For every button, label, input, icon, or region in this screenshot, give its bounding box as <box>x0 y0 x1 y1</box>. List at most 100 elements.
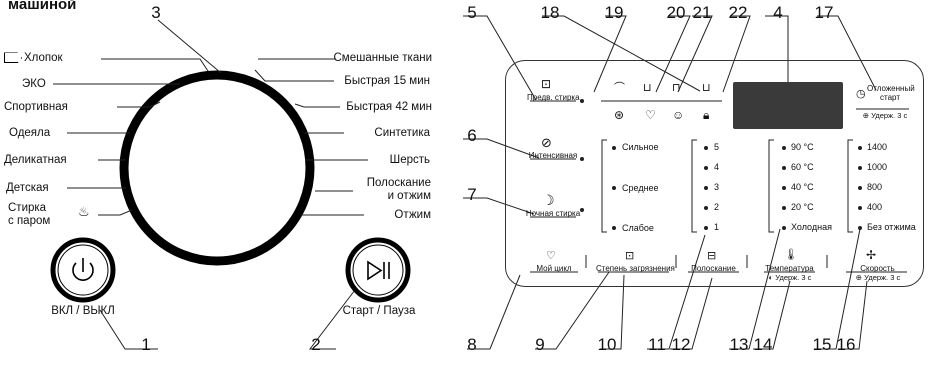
spin-hold-note: ⊕ Удерж. 3 с <box>855 273 901 282</box>
intensive-icon: ⊘ <box>541 135 552 150</box>
program-baby[interactable]: Детская <box>6 182 49 194</box>
spin-option-1400: 1400 <box>867 142 888 152</box>
thermometer-icon: 🌡︎ <box>784 249 798 261</box>
program-delicate[interactable]: Деликатная <box>4 154 67 166</box>
heading: машиной <box>8 0 77 13</box>
digital-display <box>733 82 843 129</box>
program-spin[interactable]: Отжим <box>394 209 431 221</box>
callout-19: 19 <box>604 3 624 22</box>
program-mixed[interactable]: Смешанные ткани <box>333 52 432 64</box>
callout-20: 20 <box>666 3 686 22</box>
spin-option-1000: 1000 <box>867 162 888 172</box>
shirt-icon: ⊔ <box>643 82 652 94</box>
night-wash-button[interactable]: Ночная стирка <box>525 209 581 218</box>
hold-icon-2: ⊕ <box>862 111 872 120</box>
rinse-button[interactable]: Полоскание <box>691 264 736 273</box>
program-synthetic[interactable]: Синтетика <box>374 127 430 139</box>
soil-icon: ⊡ <box>625 250 635 262</box>
control-panel <box>505 60 924 287</box>
night-icon: ☽ <box>542 192 555 208</box>
temperature-button[interactable]: Температура <box>765 264 814 273</box>
program-rinse-spin[interactable]: Полоскание и отжим <box>367 177 431 203</box>
program-rinse-spin-line1: Полоскание <box>366 177 431 189</box>
rinse-option-4: 4 <box>714 162 720 172</box>
program-wool[interactable]: Шерсть <box>389 154 430 166</box>
smile-icon: ☺ <box>672 108 685 122</box>
prewash-button[interactable]: Предв. стирка <box>527 93 580 102</box>
soil-level-button[interactable]: Степень загрязнения <box>596 264 675 273</box>
temp-option-60: 60 °C <box>791 162 814 172</box>
temp-option-cold: Холодная <box>791 222 832 232</box>
delay-start-line2: старт <box>880 93 900 102</box>
program-sport[interactable]: Спортивная <box>4 101 68 113</box>
callout-6: 6 <box>467 126 477 145</box>
prewash-icon: ⊡ <box>541 77 552 91</box>
callout-14: 14 <box>753 335 773 354</box>
rinse-icon: ⊟ <box>707 250 717 262</box>
callout-22: 22 <box>728 3 748 22</box>
power-button[interactable] <box>53 240 113 300</box>
callout-8: 8 <box>467 335 477 354</box>
tub-icon: ⊓ <box>672 82 681 94</box>
start-button-ring <box>345 237 411 303</box>
program-quick15[interactable]: Быстрая 15 мин <box>344 75 430 87</box>
temp-option-20: 20 °C <box>791 202 814 212</box>
callout-13: 13 <box>729 335 749 354</box>
temp-option-90: 90 °C <box>791 142 814 152</box>
spin-button[interactable]: Скорость <box>860 264 895 273</box>
soil-option-heavy: Сильное <box>622 142 659 152</box>
callout-4: 4 <box>773 3 783 22</box>
start-label: Старт / Пауза <box>342 305 416 317</box>
program-quick42[interactable]: Быстрая 42 мин <box>346 101 432 113</box>
callout-12: 12 <box>671 335 691 354</box>
callout-3: 3 <box>151 3 161 22</box>
delay-start-line1: Отложенный <box>867 84 915 93</box>
rinse-option-1: 1 <box>714 222 720 232</box>
my-cycle-heart-icon: ♡ <box>546 250 556 262</box>
program-eco[interactable]: ЭКО <box>22 78 46 90</box>
callout-10: 10 <box>597 335 617 354</box>
program-dial[interactable] <box>124 75 310 261</box>
cotton-icon <box>4 52 22 64</box>
power-icon <box>72 258 94 281</box>
my-cycle-button[interactable]: Мой цикл <box>536 264 572 273</box>
rinse-option-5: 5 <box>714 142 720 152</box>
steam-icon: ♨ <box>78 204 90 219</box>
iron-icon: ⌒ <box>614 82 625 94</box>
steam-function-icon: ⊛ <box>614 108 625 122</box>
temperature-hold-note: ◐ Удерж. 3 с <box>768 273 812 282</box>
program-cotton[interactable]: Хлопок <box>4 52 63 65</box>
delay-start-button[interactable]: Отложенный старт <box>867 84 915 102</box>
soil-option-medium: Среднее <box>622 183 659 193</box>
spin-option-400: 400 <box>867 202 883 212</box>
program-blankets[interactable]: Одеяла <box>9 127 51 139</box>
hold-icon: ◐ <box>768 273 776 282</box>
lock-hold-icon: ⊕ <box>855 273 865 282</box>
callout-2: 2 <box>311 335 321 354</box>
callout-15: 15 <box>812 335 832 354</box>
program-rinse-spin-line2: и отжим <box>387 190 431 202</box>
callout-18: 18 <box>540 3 560 22</box>
callout-9: 9 <box>535 335 545 354</box>
callout-17: 17 <box>814 3 834 22</box>
start-pause-button[interactable] <box>348 240 408 300</box>
spin-icon: ✢ <box>866 248 877 262</box>
callout-11: 11 <box>648 335 666 354</box>
soil-option-light: Слабое <box>622 223 654 233</box>
play-pause-icon <box>367 260 390 281</box>
spin-option-none: Без отжима <box>867 222 916 232</box>
power-label: ВКЛ / ВЫКЛ <box>51 305 115 317</box>
callout-21: 21 <box>692 3 712 22</box>
rinse-option-3: 3 <box>714 182 720 192</box>
program-steam-line1: Стирка <box>8 202 47 214</box>
callout-1: 1 <box>141 335 151 354</box>
program-steam-wash[interactable]: Стирка с паром <box>8 202 50 228</box>
lock-icon: 🔒︎ <box>703 108 710 122</box>
temp-option-40: 40 °C <box>791 182 814 192</box>
intensive-button[interactable]: Интенсивная <box>528 151 578 160</box>
callout-7: 7 <box>467 185 477 204</box>
spin-option-800: 800 <box>867 182 883 192</box>
tub-steam-icon: ⊔ <box>702 82 711 94</box>
callout-5: 5 <box>467 3 477 22</box>
